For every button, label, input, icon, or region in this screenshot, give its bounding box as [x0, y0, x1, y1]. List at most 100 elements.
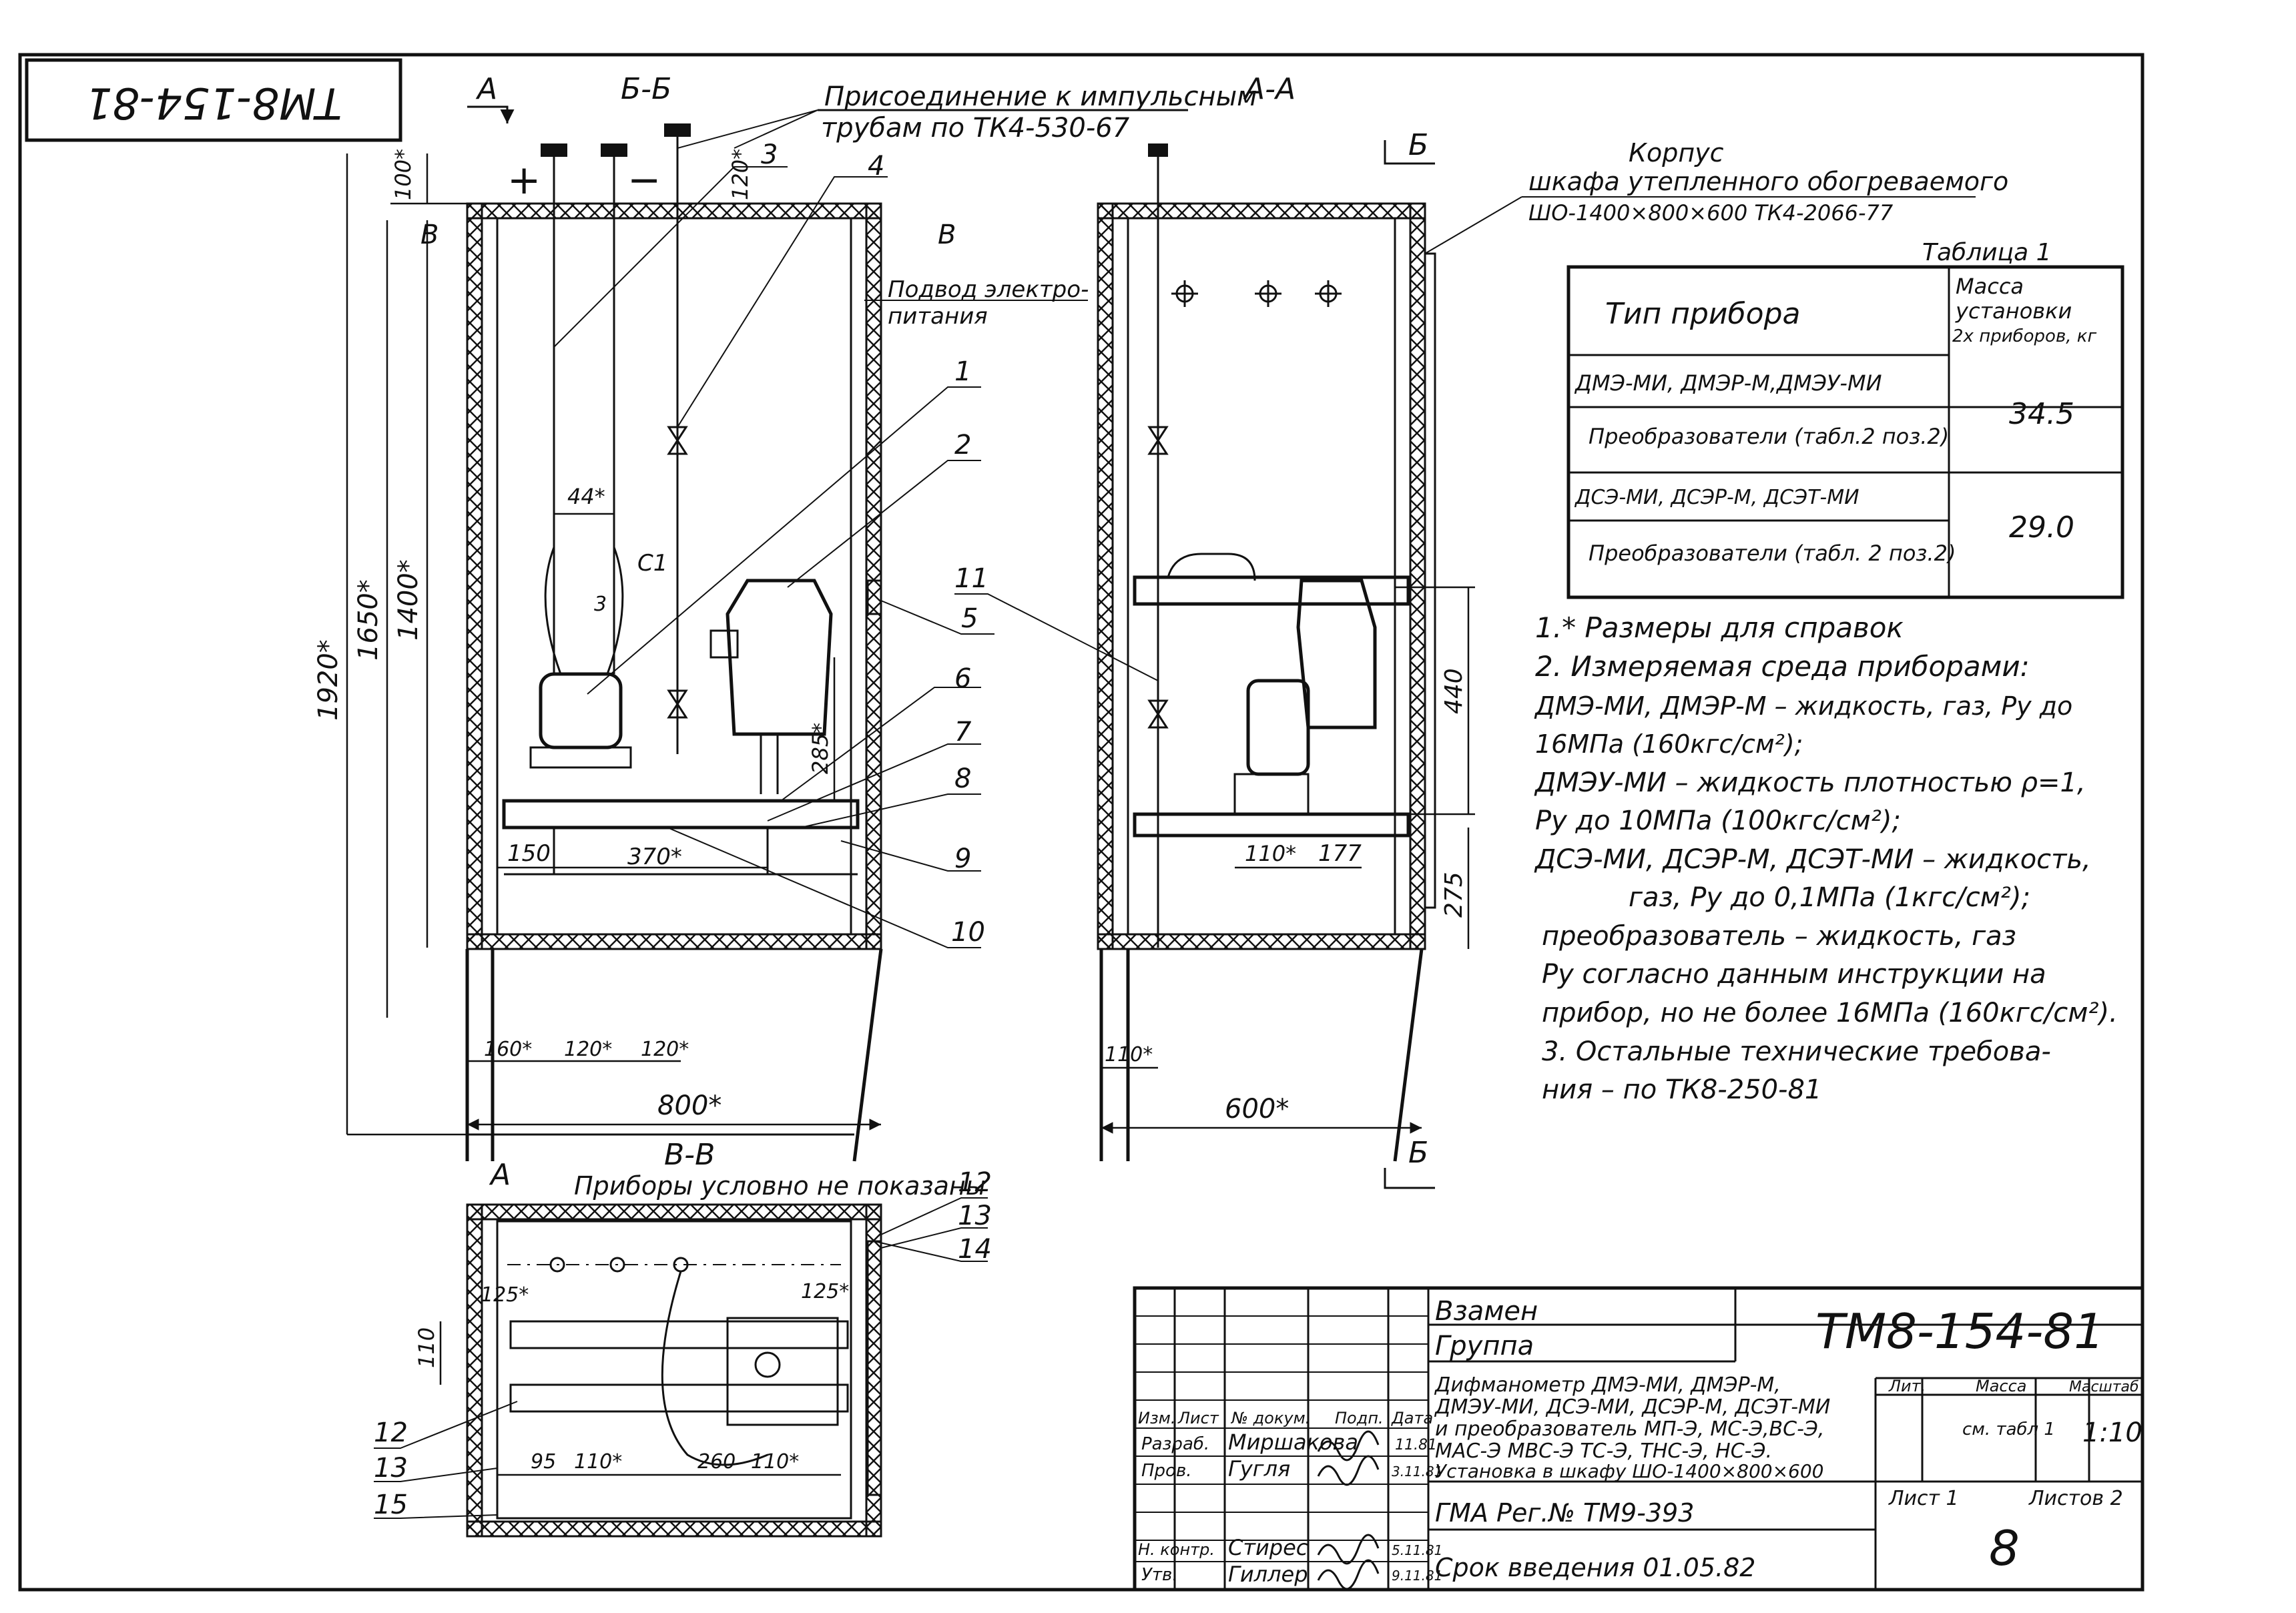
pos-14: 14: [958, 1234, 992, 1265]
section-label-b-top: Б: [1408, 128, 1428, 162]
dim-120-top: 120*: [728, 149, 753, 200]
pos-2: 2: [954, 430, 971, 460]
signature-checked: [1317, 1455, 1380, 1486]
pos-13-bottom: 13: [374, 1453, 408, 1484]
section-label-a: А: [475, 72, 497, 106]
pos-10: 10: [951, 917, 985, 948]
col-header-list: Лист: [1177, 1409, 1219, 1427]
pos-3: 3: [761, 139, 778, 170]
col-header-izm: Изм.: [1138, 1409, 1175, 1427]
table-1-row-1: ДМЭ-МИ, ДМЭР-М,ДМЭУ-МИ: [1574, 370, 1882, 396]
pos-11: 11: [954, 563, 988, 594]
table-1-mass-1: 34.5: [2009, 397, 2074, 431]
mass-value: см. табл 1: [1962, 1419, 2055, 1439]
scale-value: 1:10: [2082, 1417, 2142, 1448]
pos-1: 1: [954, 356, 971, 387]
dim-125-left: 125*: [481, 1283, 529, 1307]
signature-developed: [1317, 1430, 1380, 1462]
table-1-header-type: Тип прибора: [1605, 297, 1800, 331]
section-label-aa: А-А: [1243, 72, 1296, 106]
pos-12-top: 12: [958, 1167, 992, 1198]
registration: ГМА Рег.№ ТМ9-393: [1435, 1498, 1694, 1528]
name-checked: Гугля: [1228, 1456, 1290, 1482]
note-line-9: преобразователь – жидкость, газ: [1542, 921, 2016, 952]
rotated-code: ТМ8-154-81: [85, 77, 342, 127]
section-label-v-right: В: [938, 220, 956, 250]
title-replaces: Взамен: [1435, 1296, 1538, 1327]
col-header-sign: Подп.: [1335, 1409, 1384, 1427]
table-1-header-mass-1: Масса: [1956, 274, 2024, 299]
note-line-8: газ, Ру до 0,1МПа (1кгс/см²);: [1629, 882, 2030, 913]
housing-note-line3: ШО-1400×800×600 ТК4-2066-77: [1528, 200, 1894, 226]
dim-370: 370*: [627, 844, 682, 870]
page-number: 8: [1989, 1520, 2020, 1576]
dim-285: 285*: [808, 723, 833, 774]
dim-800: 800*: [657, 1090, 722, 1121]
sheet-label: Лист 1: [1888, 1487, 1959, 1510]
table-1-mass-2: 29.0: [2009, 511, 2074, 545]
dim-1650: 1650*: [353, 579, 384, 661]
housing-note-line2: шкафа утепленного обогреваемого: [1528, 167, 2008, 196]
date-norm: 5.11.81: [1392, 1542, 1442, 1558]
dim-110-leg: 110*: [1105, 1043, 1153, 1066]
title-line-3: и преобразователь МП-Э, МС-Э,ВС-Э,: [1435, 1417, 1824, 1441]
notes: 1.* Размеры для справок 2. Измеряемая ср…: [1534, 611, 2118, 1105]
dim-275: 275: [1440, 872, 1468, 918]
note-line-12: 3. Остальные технические требова-: [1542, 1036, 2051, 1067]
pos-12-bottom: 12: [374, 1417, 408, 1448]
title-block: Взамен Группа ТМ8-154-81 Дифманометр ДМЭ…: [1133, 1286, 2144, 1592]
signature-norm: [1317, 1534, 1380, 1565]
col-header-date: Дата: [1391, 1409, 1433, 1427]
note-line-5: ДМЭУ-МИ – жидкость плотностью ρ=1,: [1534, 767, 2086, 798]
title-group: Группа: [1435, 1331, 1534, 1361]
table-1-row-2: Преобразователи (табл.2 поз.2): [1589, 424, 1949, 449]
plan-view-dimensions: 125* 125* 110 95 110* 260 110*: [414, 1280, 849, 1476]
section-cut-marks: А Б-Б А-А Б Б В В А: [420, 72, 1435, 1192]
note-line-7: ДСЭ-МИ, ДСЭР-М, ДСЭТ-МИ – жидкость,: [1534, 844, 2091, 875]
table-1-header-mass-3: 2х приборов, кг: [1952, 326, 2097, 346]
note-line-2: 2. Измеряемая среда приборами:: [1535, 650, 2030, 683]
sign-minus: −: [627, 157, 661, 204]
dim-260: 260: [697, 1450, 736, 1474]
pos-9: 9: [954, 844, 971, 874]
role-approved: Утв.: [1141, 1565, 1178, 1585]
dim-110-plan-a: 110*: [574, 1450, 622, 1474]
pos-4: 4: [868, 151, 884, 182]
signature-approved: [1317, 1559, 1380, 1590]
plan-view-leaders: 12 13 14 12 13 15: [374, 1167, 992, 1520]
dim-120a: 120*: [564, 1038, 612, 1061]
role-developed: Разраб.: [1141, 1434, 1209, 1454]
dim-440: 440: [1440, 668, 1468, 714]
pos-3-small: 3: [594, 593, 607, 616]
plan-view-note: Приборы условно не показаны: [574, 1171, 986, 1201]
dim-600: 600*: [1225, 1094, 1289, 1124]
dim-177: 177: [1318, 840, 1362, 867]
col-header-doc: № докум.: [1230, 1409, 1310, 1427]
name-norm: Стирес: [1228, 1535, 1308, 1560]
section-label-v-left: В: [420, 220, 439, 250]
dim-1400: 1400*: [393, 559, 424, 641]
title-line-5: Установка в шкафу ШО-1400×800×600: [1435, 1460, 1824, 1482]
front-view-dimensions: 100* 120* 1920* 1650* 1400* 44* 285* 150…: [313, 149, 881, 1136]
section-label-bb: Б-Б: [621, 72, 671, 106]
dim-44: 44*: [567, 484, 605, 509]
note-line-3: ДМЭ-МИ, ДМЭР-М – жидкость, газ, Ру до: [1534, 691, 2072, 721]
name-developed: Миршакова: [1228, 1429, 1358, 1455]
scale-header: Масштаб: [2069, 1379, 2139, 1395]
date-developed: 11.81: [1395, 1437, 1437, 1454]
section-label-b-bottom: Б: [1408, 1136, 1428, 1170]
note-line-10: Ру согласно данным инструкции на: [1542, 959, 2046, 990]
dim-150: 150: [507, 840, 551, 867]
connection-note-line2: трубам по ТК4-530-67: [821, 113, 1130, 143]
date-approved: 9.11.81: [1392, 1568, 1442, 1584]
dim-100: 100*: [390, 149, 416, 200]
dim-160: 160*: [484, 1038, 532, 1061]
pos-6: 6: [954, 663, 971, 694]
lit-header: Лит.: [1888, 1377, 1926, 1395]
note-line-1: 1.* Размеры для справок: [1535, 611, 1904, 644]
dim-125-right: 125*: [801, 1280, 849, 1303]
role-norm: Н. контр.: [1138, 1540, 1215, 1559]
intro-date: Срок введения 01.05.82: [1435, 1553, 1755, 1582]
power-note-line2: питания: [888, 303, 988, 330]
